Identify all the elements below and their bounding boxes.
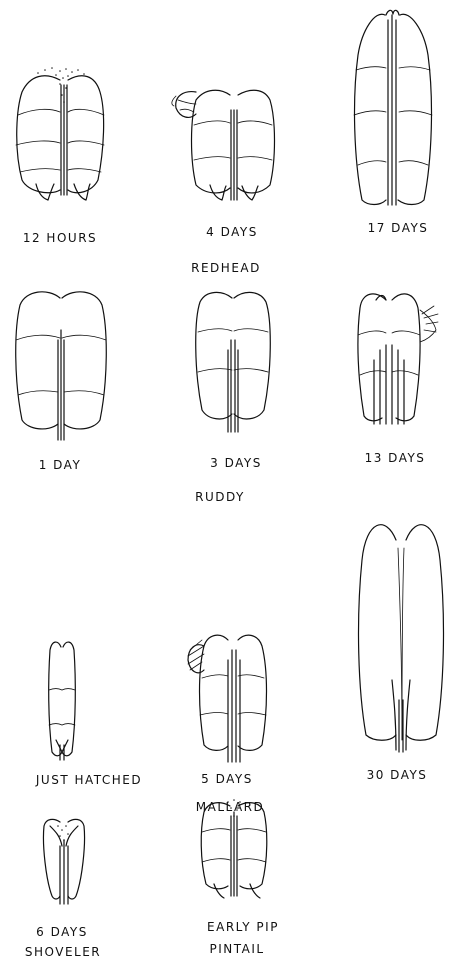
- ruddy-3-days-drawing: [196, 292, 271, 432]
- ruddy-1-day-drawing: [16, 292, 107, 440]
- redhead-species-label: REDHEAD: [191, 261, 261, 275]
- redhead-4-days-label: 4 DAYS: [206, 225, 258, 239]
- ruddy-3-days-label: 3 DAYS: [210, 456, 262, 470]
- redhead-17-days-label: 17 DAYS: [368, 221, 429, 235]
- mallard-just-hatched-label: JUST HATCHED: [36, 773, 142, 787]
- mallard-just-hatched-drawing: [49, 642, 76, 760]
- mallard-30-days-label: 30 DAYS: [367, 768, 428, 782]
- mallard-30-days-drawing: [359, 525, 444, 752]
- mallard-species-label: MALLARD: [196, 800, 265, 814]
- ruddy-13-days-drawing: [358, 294, 438, 424]
- redhead-12-hours-drawing: [16, 67, 104, 200]
- pintail-age-label: EARLY PIP: [207, 920, 279, 934]
- pintail-early-pip-drawing: [201, 799, 267, 898]
- pintail-species-label: PINTAIL: [209, 942, 264, 956]
- ruddy-13-days-label: 13 DAYS: [365, 451, 426, 465]
- redhead-17-days-drawing: [354, 10, 432, 205]
- ruddy-species-label: RUDDY: [195, 490, 245, 504]
- redhead-4-days-drawing: [172, 90, 275, 200]
- shoveler-age-label: 6 DAYS: [36, 925, 88, 939]
- mallard-5-days-label: 5 DAYS: [201, 772, 253, 786]
- ruddy-1-day-label: 1 DAY: [39, 458, 82, 472]
- redhead-12-hours-label: 12 HOURS: [23, 231, 97, 245]
- shoveler-6-days-drawing: [43, 819, 84, 904]
- mallard-5-days-drawing: [188, 635, 267, 762]
- shoveler-species-label: SHOVELER: [25, 945, 101, 959]
